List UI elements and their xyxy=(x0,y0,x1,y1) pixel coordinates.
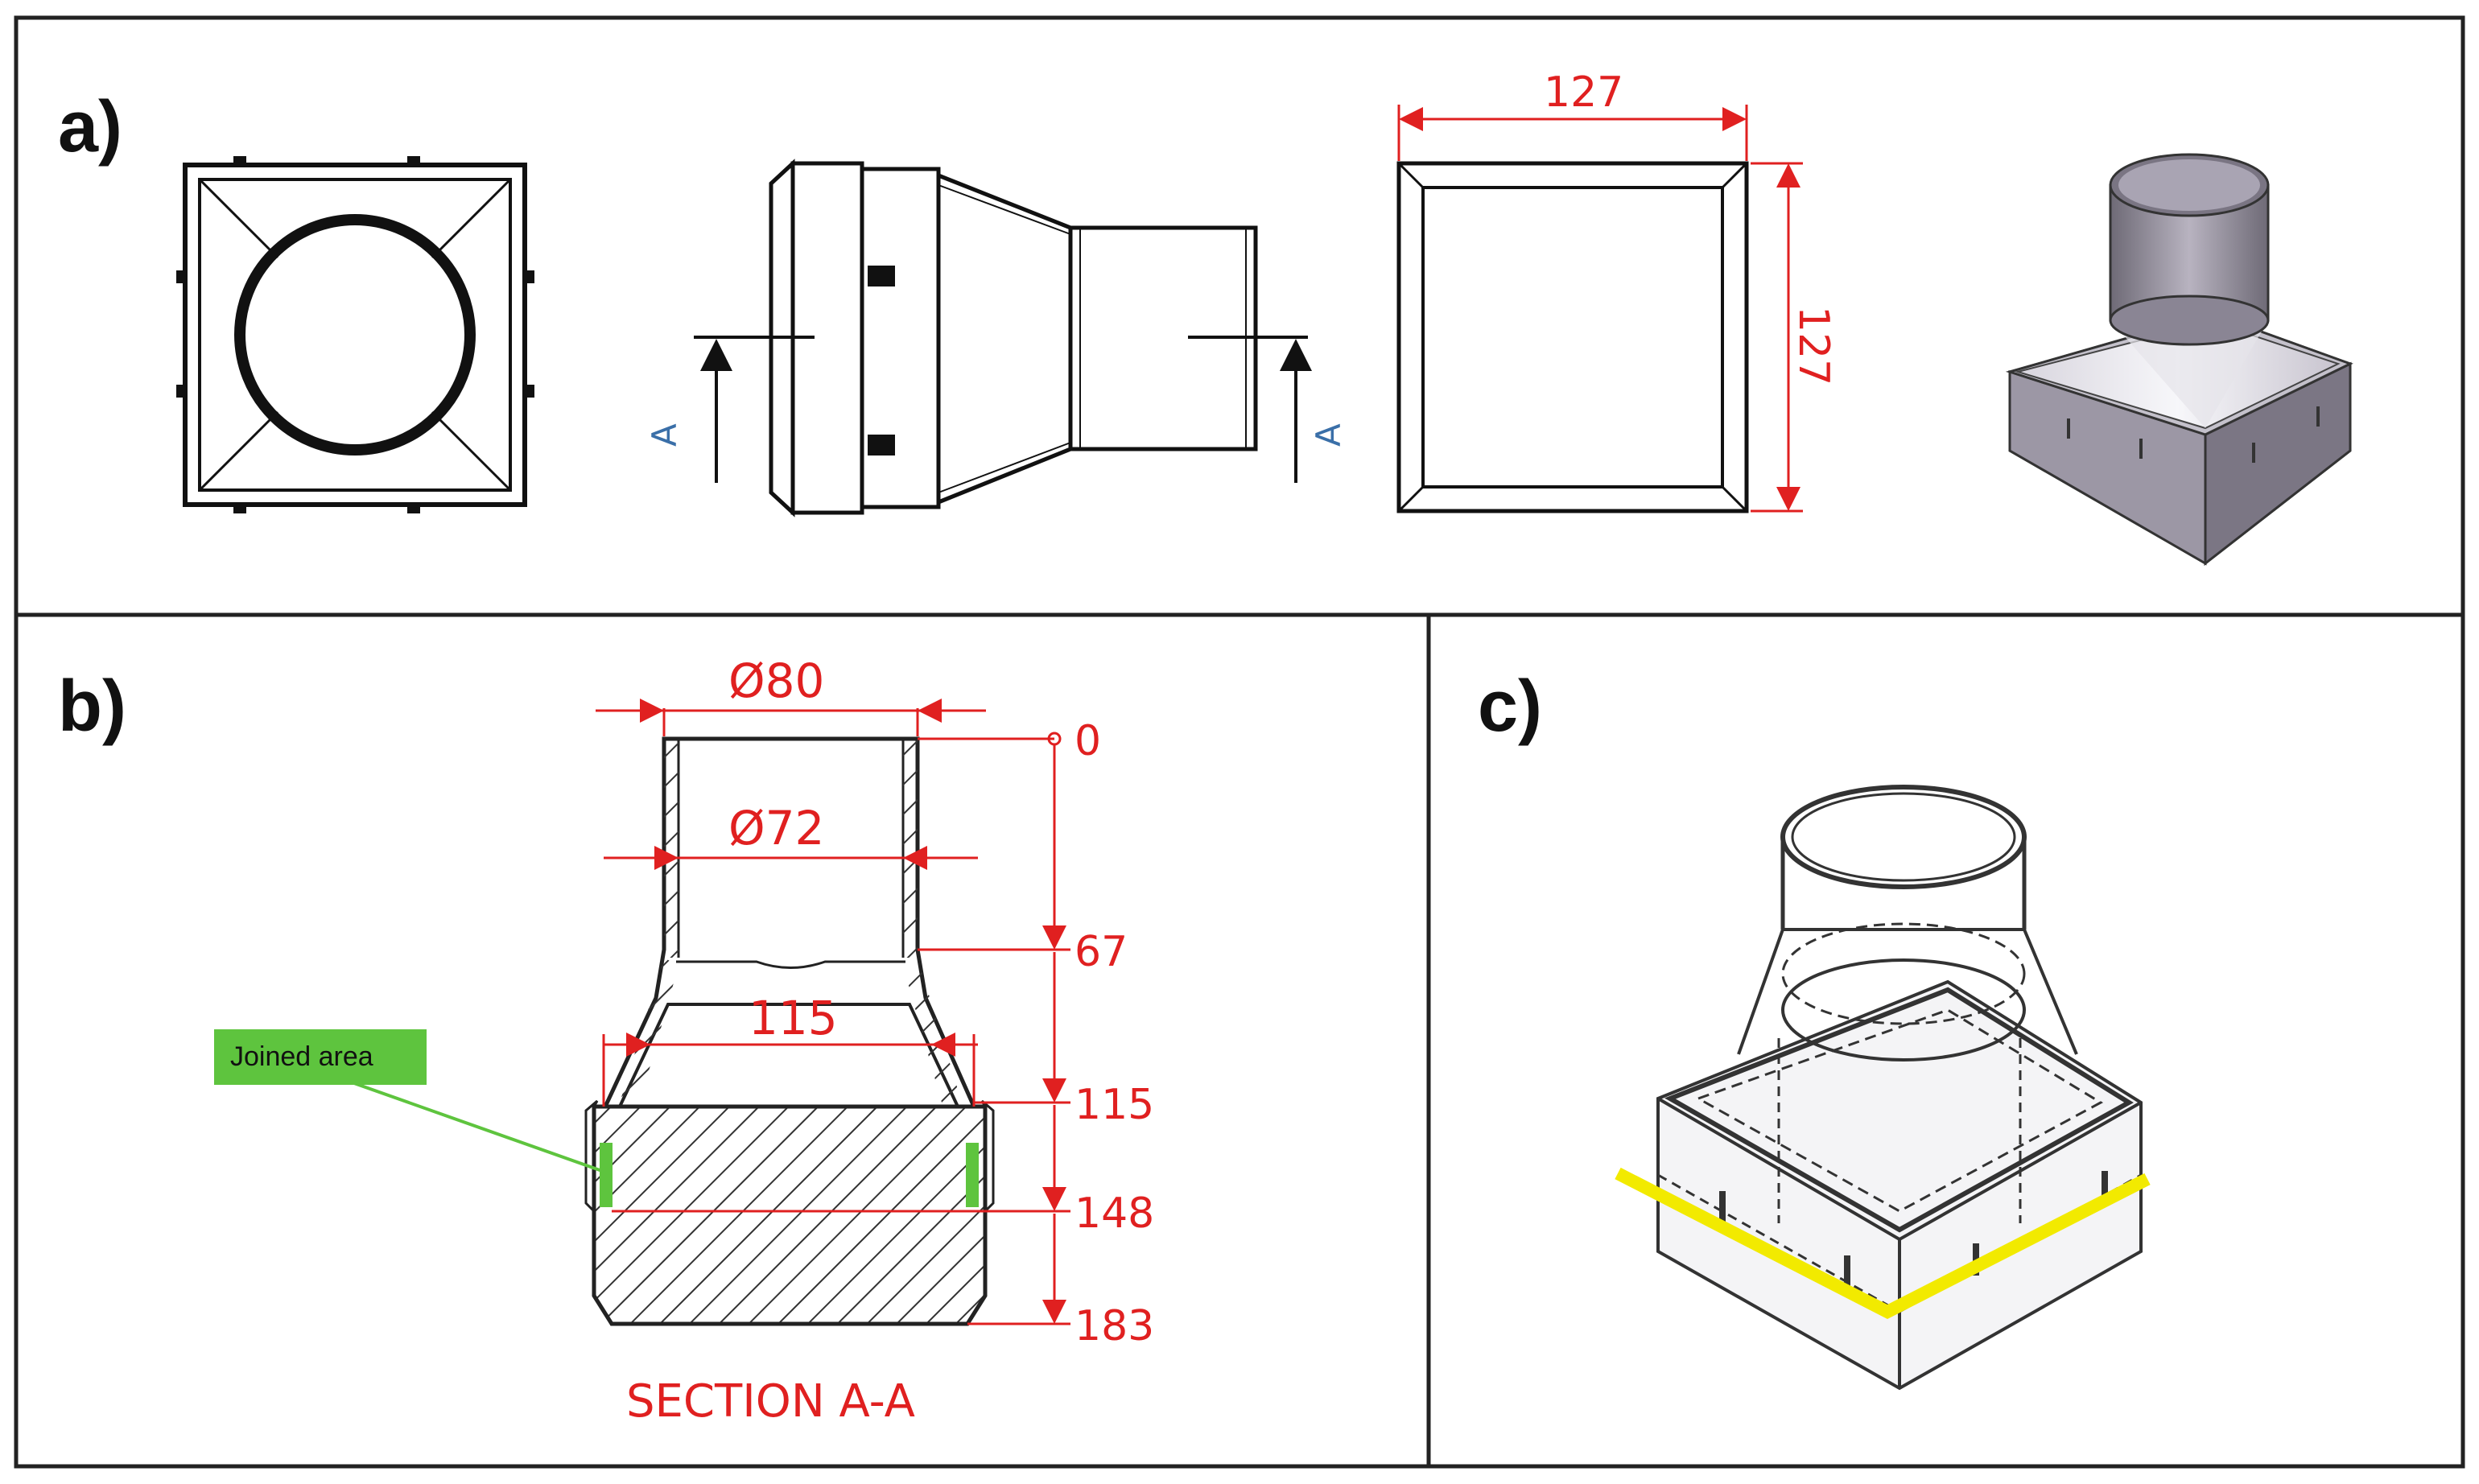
joined-area-label: Joined area xyxy=(214,1029,427,1085)
section-title: SECTION A-A xyxy=(626,1375,915,1428)
height-dim-label: 127 xyxy=(1789,306,1838,385)
back-view xyxy=(1396,161,1749,513)
weld-line xyxy=(1615,1167,2151,1319)
level-183: 183 xyxy=(1075,1302,1154,1350)
side-view xyxy=(694,159,1312,517)
wireframe-render xyxy=(1656,785,2143,1391)
panel-b-label: b) xyxy=(58,666,126,747)
section-drawing xyxy=(584,736,995,1326)
outer-diameter-label: Ø80 xyxy=(728,653,824,708)
section-marker-right: A xyxy=(1309,423,1348,447)
level-148: 148 xyxy=(1075,1189,1154,1238)
base-width-label: 115 xyxy=(749,991,838,1045)
inner-diameter-label: Ø72 xyxy=(728,801,824,855)
isometric-render xyxy=(2005,153,2353,567)
level-67: 67 xyxy=(1075,928,1128,976)
joined-area-leader xyxy=(353,1082,603,1173)
section-marker-left: A xyxy=(645,423,684,447)
width-dim-label: 127 xyxy=(1544,68,1623,117)
panel-a-label: a) xyxy=(58,87,122,167)
level-115: 115 xyxy=(1075,1081,1154,1129)
section-dimensions xyxy=(596,699,1070,1325)
panel-frames xyxy=(14,15,2465,1469)
front-view xyxy=(176,156,534,513)
width-dimension xyxy=(1397,105,1803,513)
panel-c-label: c) xyxy=(1478,666,1542,747)
level-0: 0 xyxy=(1075,717,1101,765)
